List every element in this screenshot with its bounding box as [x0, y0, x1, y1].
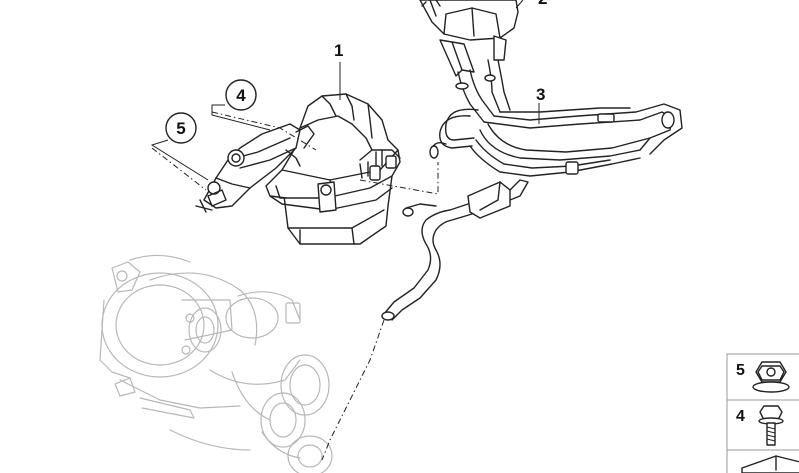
mounting-bracket	[195, 123, 315, 213]
legend-number: 5	[736, 362, 745, 379]
callout-number: 1	[334, 41, 343, 60]
callout-number: 3	[536, 85, 545, 104]
callout-1: 1	[334, 41, 343, 60]
callout-number: 4	[236, 86, 246, 105]
part-1-tank	[265, 93, 401, 245]
callout-number: 2	[538, 0, 547, 8]
flange-nut-icon	[752, 361, 790, 393]
callout-number: 5	[176, 119, 185, 138]
hex-bolt-icon	[758, 405, 784, 446]
parts-legend: 5 4	[726, 353, 799, 473]
pipe-clip-icon	[741, 455, 799, 473]
callout-circle	[165, 112, 197, 144]
legend-number: 4	[736, 408, 745, 425]
leader-lines	[150, 0, 540, 461]
callout-3: 3	[536, 85, 545, 104]
part-2-valve	[419, 0, 519, 77]
callout-circle	[225, 79, 257, 111]
callout-2: 2	[538, 0, 547, 8]
callout-4: 4	[225, 79, 257, 111]
part-3-hose-assembly	[381, 59, 683, 321]
turbocharger-ghost	[99, 254, 333, 473]
callout-5: 5	[165, 112, 197, 144]
